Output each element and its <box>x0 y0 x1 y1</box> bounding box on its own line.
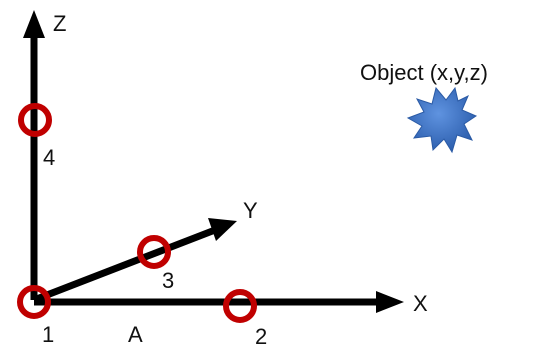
z-axis-label: Z <box>53 11 66 36</box>
y-axis <box>32 218 237 304</box>
y-axis-arrowhead <box>208 218 237 241</box>
segment-a-label: A <box>128 322 143 347</box>
x-axis-arrowhead <box>376 291 404 313</box>
marker-2 <box>223 289 257 323</box>
y-axis-label: Y <box>243 198 258 223</box>
z-axis-arrowhead <box>23 10 45 38</box>
marker-2-label: 2 <box>255 324 267 347</box>
marker-3 <box>137 235 171 269</box>
z-axis <box>23 10 45 300</box>
marker-4 <box>18 103 52 137</box>
starburst-icon <box>406 86 478 154</box>
marker-3-label: 3 <box>162 268 174 293</box>
x-axis-label: X <box>413 291 428 316</box>
marker-1-label: 1 <box>42 322 54 347</box>
marker-1 <box>17 285 51 319</box>
x-axis <box>34 291 404 313</box>
marker-4-label: 4 <box>43 145 55 170</box>
object-label: Object (x,y,z) <box>360 60 488 85</box>
